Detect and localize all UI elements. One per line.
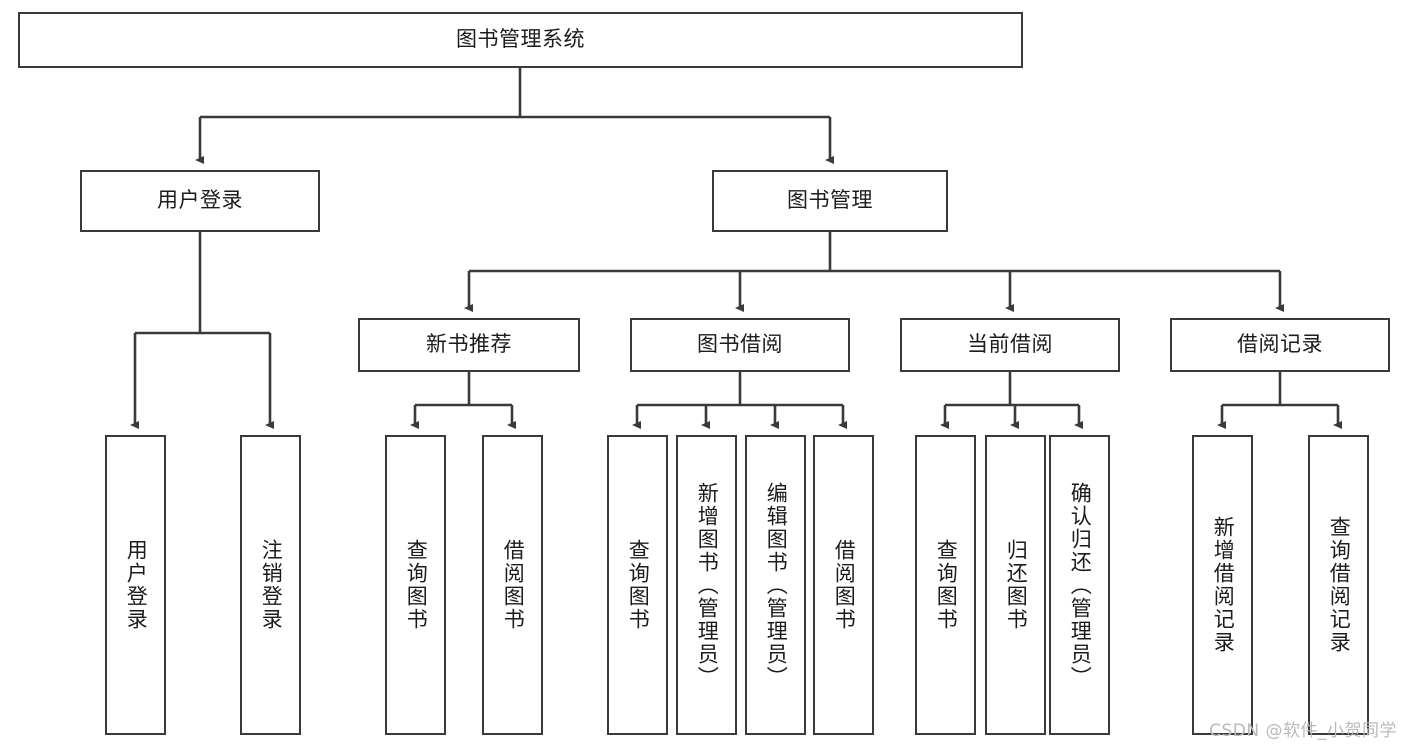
node-book-management[interactable]: 图书管理 (712, 170, 948, 232)
leaf-node[interactable]: 新增借阅记录 (1192, 435, 1253, 735)
node-book-management-label: 图书管理 (787, 188, 873, 213)
watermark: CSDN @软件_小贺同学 (1209, 721, 1397, 741)
leaf-node-label: 查询图书 (934, 539, 959, 631)
leaf-node-label: 归还图书 (1004, 539, 1029, 631)
leaf-node[interactable]: 用户登录 (105, 435, 166, 735)
leaf-node[interactable]: 借阅图书 (813, 435, 874, 735)
node-new-book-recommend[interactable]: 新书推荐 (358, 318, 580, 372)
leaf-node-label: 查询借阅记录 (1327, 516, 1352, 654)
node-current-borrow-label: 当前借阅 (967, 332, 1053, 357)
node-root-label: 图书管理系统 (456, 27, 585, 52)
node-book-borrow[interactable]: 图书借阅 (630, 318, 850, 372)
leaf-node[interactable]: 借阅图书 (482, 435, 543, 735)
leaf-node[interactable]: 注销登录 (240, 435, 301, 735)
leaf-node[interactable]: 确认归还（管理员） (1049, 435, 1110, 735)
leaf-node-label: 编辑图书（管理员） (764, 481, 789, 689)
leaf-node-label: 注销登录 (259, 539, 284, 631)
leaf-node-label: 借阅图书 (501, 539, 526, 631)
leaf-node-label: 新增图书（管理员） (695, 481, 720, 689)
leaf-node[interactable]: 查询图书 (915, 435, 976, 735)
leaf-node-label: 借阅图书 (832, 539, 857, 631)
leaf-node[interactable]: 查询图书 (607, 435, 668, 735)
leaf-node[interactable]: 查询借阅记录 (1308, 435, 1369, 735)
node-user-login-label: 用户登录 (157, 188, 243, 213)
node-borrow-record-label: 借阅记录 (1237, 332, 1323, 357)
leaf-node[interactable]: 编辑图书（管理员） (745, 435, 806, 735)
node-new-book-recommend-label: 新书推荐 (426, 332, 512, 357)
leaf-node-label: 新增借阅记录 (1211, 516, 1236, 654)
leaf-node-label: 查询图书 (626, 539, 651, 631)
node-root[interactable]: 图书管理系统 (18, 12, 1023, 68)
leaf-node[interactable]: 归还图书 (985, 435, 1046, 735)
leaf-node[interactable]: 新增图书（管理员） (676, 435, 737, 735)
leaf-node[interactable]: 查询图书 (385, 435, 446, 735)
node-user-login[interactable]: 用户登录 (80, 170, 320, 232)
node-current-borrow[interactable]: 当前借阅 (900, 318, 1120, 372)
leaf-node-label: 用户登录 (124, 539, 149, 631)
leaf-node-label: 确认归还（管理员） (1068, 481, 1093, 689)
node-book-borrow-label: 图书借阅 (697, 332, 783, 357)
leaf-node-label: 查询图书 (404, 539, 429, 631)
node-borrow-record[interactable]: 借阅记录 (1170, 318, 1390, 372)
